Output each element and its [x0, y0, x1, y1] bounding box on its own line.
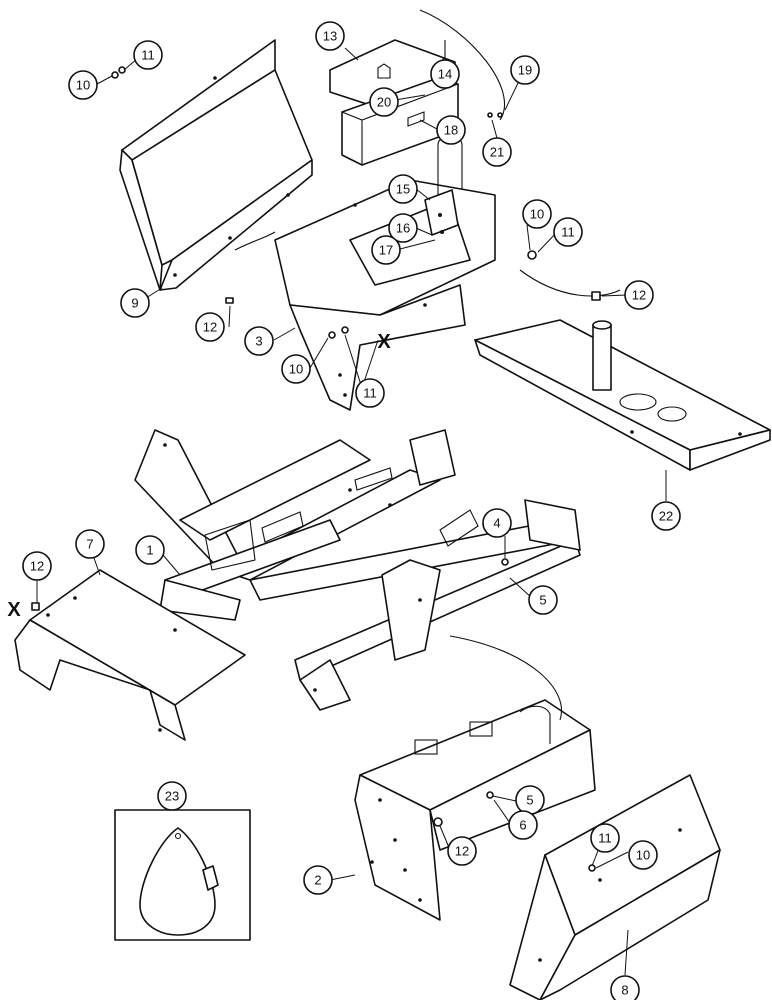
callout-5-frame: 5 [528, 585, 558, 615]
svg-text:6: 6 [519, 818, 526, 833]
callout-10-seat-bottom: 10 [281, 354, 311, 384]
callout-11-top-left: 11 [133, 40, 163, 70]
svg-text:22: 22 [659, 509, 673, 524]
callout-7: 7 [75, 529, 105, 559]
svg-text:16: 16 [396, 221, 410, 236]
svg-text:2: 2 [314, 873, 321, 888]
callout-20: 20 [369, 87, 399, 117]
callout-17: 17 [371, 235, 401, 265]
callout-12-seat-left: 12 [195, 312, 225, 342]
svg-text:11: 11 [561, 225, 575, 240]
svg-text:12: 12 [455, 844, 469, 859]
floor-plate-22 [474, 269, 771, 471]
svg-text:12: 12 [632, 288, 646, 303]
callout-4: 4 [482, 508, 512, 538]
svg-text:13: 13 [323, 29, 337, 44]
svg-text:12: 12 [30, 559, 44, 574]
svg-text:1: 1 [146, 543, 153, 558]
callout-9: 9 [120, 288, 150, 318]
svg-text:10: 10 [530, 207, 544, 222]
rear-plate-7 [14, 569, 246, 741]
svg-text:17: 17 [379, 243, 393, 258]
callout-12-front: 12 [447, 836, 477, 866]
svg-text:18: 18 [444, 123, 458, 138]
tool-box-13 [329, 9, 506, 166]
callout-18: 18 [436, 115, 466, 145]
front-panel-2 [354, 635, 596, 921]
svg-text:3: 3 [255, 334, 262, 349]
svg-text:15: 15 [396, 182, 410, 197]
callout-11-front: 11 [590, 823, 620, 853]
callout-10-front: 10 [628, 840, 658, 870]
svg-text:10: 10 [76, 78, 90, 93]
callout-13: 13 [315, 21, 345, 51]
callout-19: 19 [510, 55, 540, 85]
callout-2: 2 [303, 865, 333, 895]
callout-22: 22 [651, 501, 681, 531]
svg-text:12: 12 [203, 320, 217, 335]
svg-text:11: 11 [598, 831, 612, 846]
hardware-fasteners [31, 66, 601, 872]
svg-text:10: 10 [289, 362, 303, 377]
shield-panel-9 [119, 39, 313, 291]
svg-text:21: 21 [490, 145, 504, 160]
callout-1: 1 [135, 535, 165, 565]
callout-12-rear: 12 [22, 551, 52, 581]
callout-5-front: 5 [515, 785, 545, 815]
x-marker-top: X [377, 331, 391, 353]
callout-15: 15 [388, 174, 418, 204]
callout-23: 23 [157, 781, 187, 811]
callout-12-seat-right: 12 [624, 280, 654, 310]
svg-text:20: 20 [377, 95, 391, 110]
callout-10-seat-right: 10 [522, 199, 552, 229]
svg-text:23: 23 [165, 789, 179, 804]
svg-text:11: 11 [141, 48, 155, 63]
callout-21: 21 [482, 137, 512, 167]
svg-text:11: 11 [363, 386, 377, 401]
callout-11-seat-right: 11 [553, 217, 583, 247]
callout-3: 3 [244, 326, 274, 356]
svg-text:10: 10 [636, 848, 650, 863]
x-marker-left: X [7, 599, 21, 621]
callout-8: 8 [610, 975, 640, 1000]
callout-14: 14 [430, 59, 460, 89]
callout-11-seat-bottom: 11 [355, 378, 385, 408]
svg-text:5: 5 [526, 793, 533, 808]
svg-text:8: 8 [621, 983, 628, 998]
svg-text:19: 19 [518, 63, 532, 78]
callout-10-top-left: 10 [68, 70, 98, 100]
svg-text:4: 4 [493, 516, 500, 531]
svg-text:14: 14 [438, 67, 452, 82]
decal-detail-23 [114, 809, 251, 941]
callout-16: 16 [388, 213, 418, 243]
svg-text:7: 7 [86, 537, 93, 552]
svg-text:5: 5 [539, 593, 546, 608]
svg-text:9: 9 [131, 296, 138, 311]
main-frame-1 [134, 429, 581, 711]
callout-6: 6 [508, 810, 538, 840]
